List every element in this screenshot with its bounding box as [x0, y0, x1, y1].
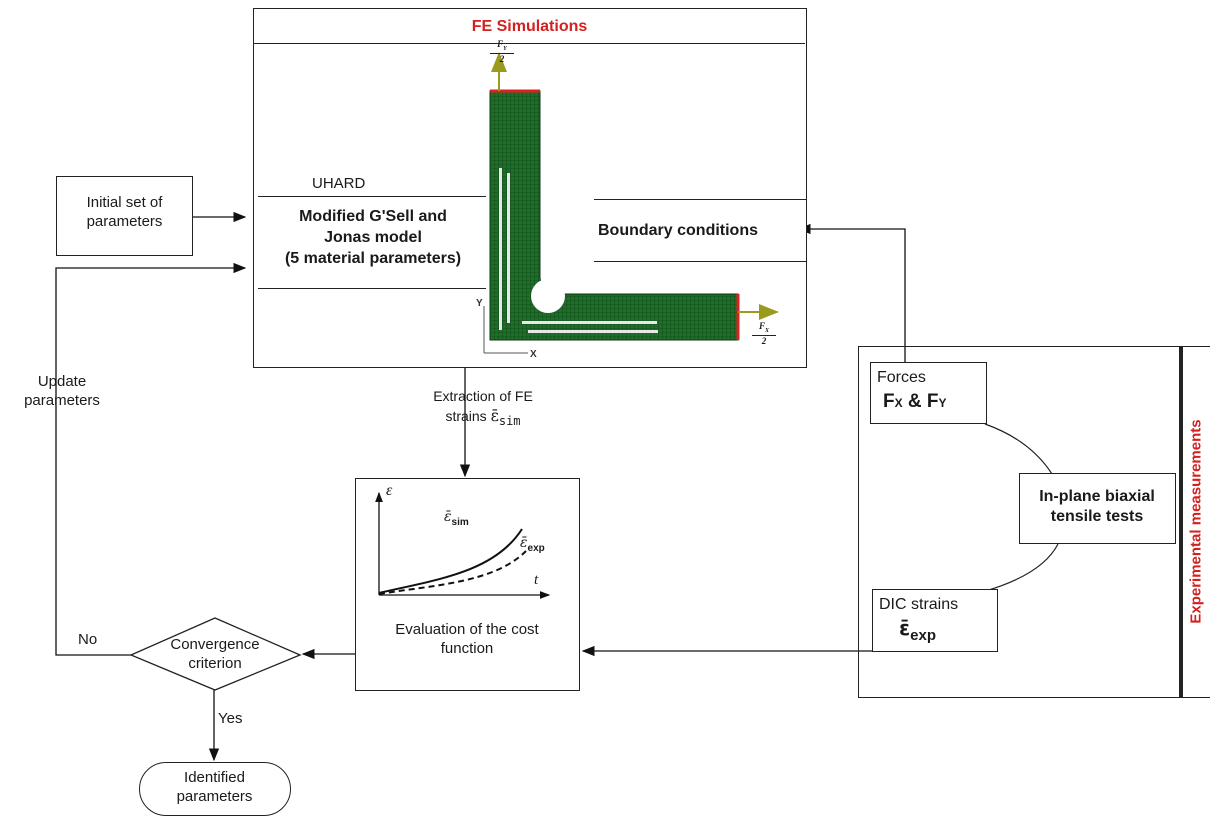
boundary-rule-top [594, 199, 806, 200]
identified-parameters-terminal: Identified parameters [139, 762, 291, 816]
specimen-mesh [489, 90, 739, 341]
boundary-conditions-label: Boundary conditions [598, 222, 758, 239]
slit-horizontal-2 [528, 330, 658, 333]
fe-title: FE Simulations [471, 18, 588, 35]
cost-function-label: Evaluation of the cost function [395, 621, 539, 657]
initial-line2: parameters [86, 212, 163, 230]
arrow-update-loop [55, 262, 247, 656]
exp-curve-label: ε̄exp [520, 535, 545, 554]
link-forces-biaxial [984, 423, 1053, 475]
update-parameters-label: Update parameters [24, 373, 100, 409]
fx-fraction: FX 2 [752, 322, 776, 346]
model-description: Modified G'Sell and Jonas model (5 mater… [284, 208, 462, 267]
fe-title-bar: FE Simulations [254, 9, 805, 44]
no-label: No [78, 631, 98, 648]
arrow-forces-to-boundary [797, 223, 906, 362]
boundary-rule-bottom [594, 261, 806, 262]
fe-mesh-illustration: Y X [476, 52, 779, 360]
experimental-panel-bar [1180, 346, 1183, 698]
axis-x-label: X [530, 349, 537, 360]
initial-parameters-box: Initial set of parameters [56, 176, 193, 256]
cost-mini-plot [375, 491, 551, 599]
convergence-diamond [129, 617, 302, 691]
experimental-title-strip [1183, 346, 1210, 698]
axis-y-label: Y [476, 298, 483, 309]
yes-label: Yes [218, 710, 243, 727]
slit-horizontal-1 [522, 321, 657, 324]
sim-curve-label: ε̄sim [444, 509, 469, 528]
initial-line1: Initial set of [86, 194, 163, 211]
convergence-label: Convergence criterion [170, 636, 260, 672]
uhard-rule-top [258, 196, 486, 197]
curve-sim [378, 528, 523, 594]
forces-symbols: FX & FY [883, 391, 947, 412]
slit-vertical-2 [507, 173, 510, 323]
forces-label: Forces [877, 369, 926, 386]
dic-strains-box: DIC strains ε̄exp [872, 589, 998, 652]
dic-symbol: ε̄exp [899, 616, 936, 644]
cost-function-box: ε t ε̄sim ε̄exp Evaluation of the cost f… [355, 478, 580, 691]
curve-exp [378, 550, 527, 595]
biaxial-tests-box: In-plane biaxial tensile tests [1019, 473, 1176, 544]
link-dic-biaxial [981, 543, 1059, 593]
experimental-panel [858, 346, 1180, 698]
forces-box: Forces FX & FY [870, 362, 987, 424]
slit-vertical-1 [499, 168, 502, 330]
plot-epsilon-label: ε [386, 482, 393, 499]
dic-label: DIC strains [879, 596, 959, 613]
extraction-label: Extraction of FE strains ε̄sim [433, 388, 533, 428]
uhard-rule-bottom [258, 288, 486, 289]
fy-fraction: FY 2 [490, 40, 514, 64]
plot-t-label: t [534, 572, 539, 588]
uhard-label: UHARD [312, 175, 366, 192]
specimen-notch [531, 279, 565, 313]
